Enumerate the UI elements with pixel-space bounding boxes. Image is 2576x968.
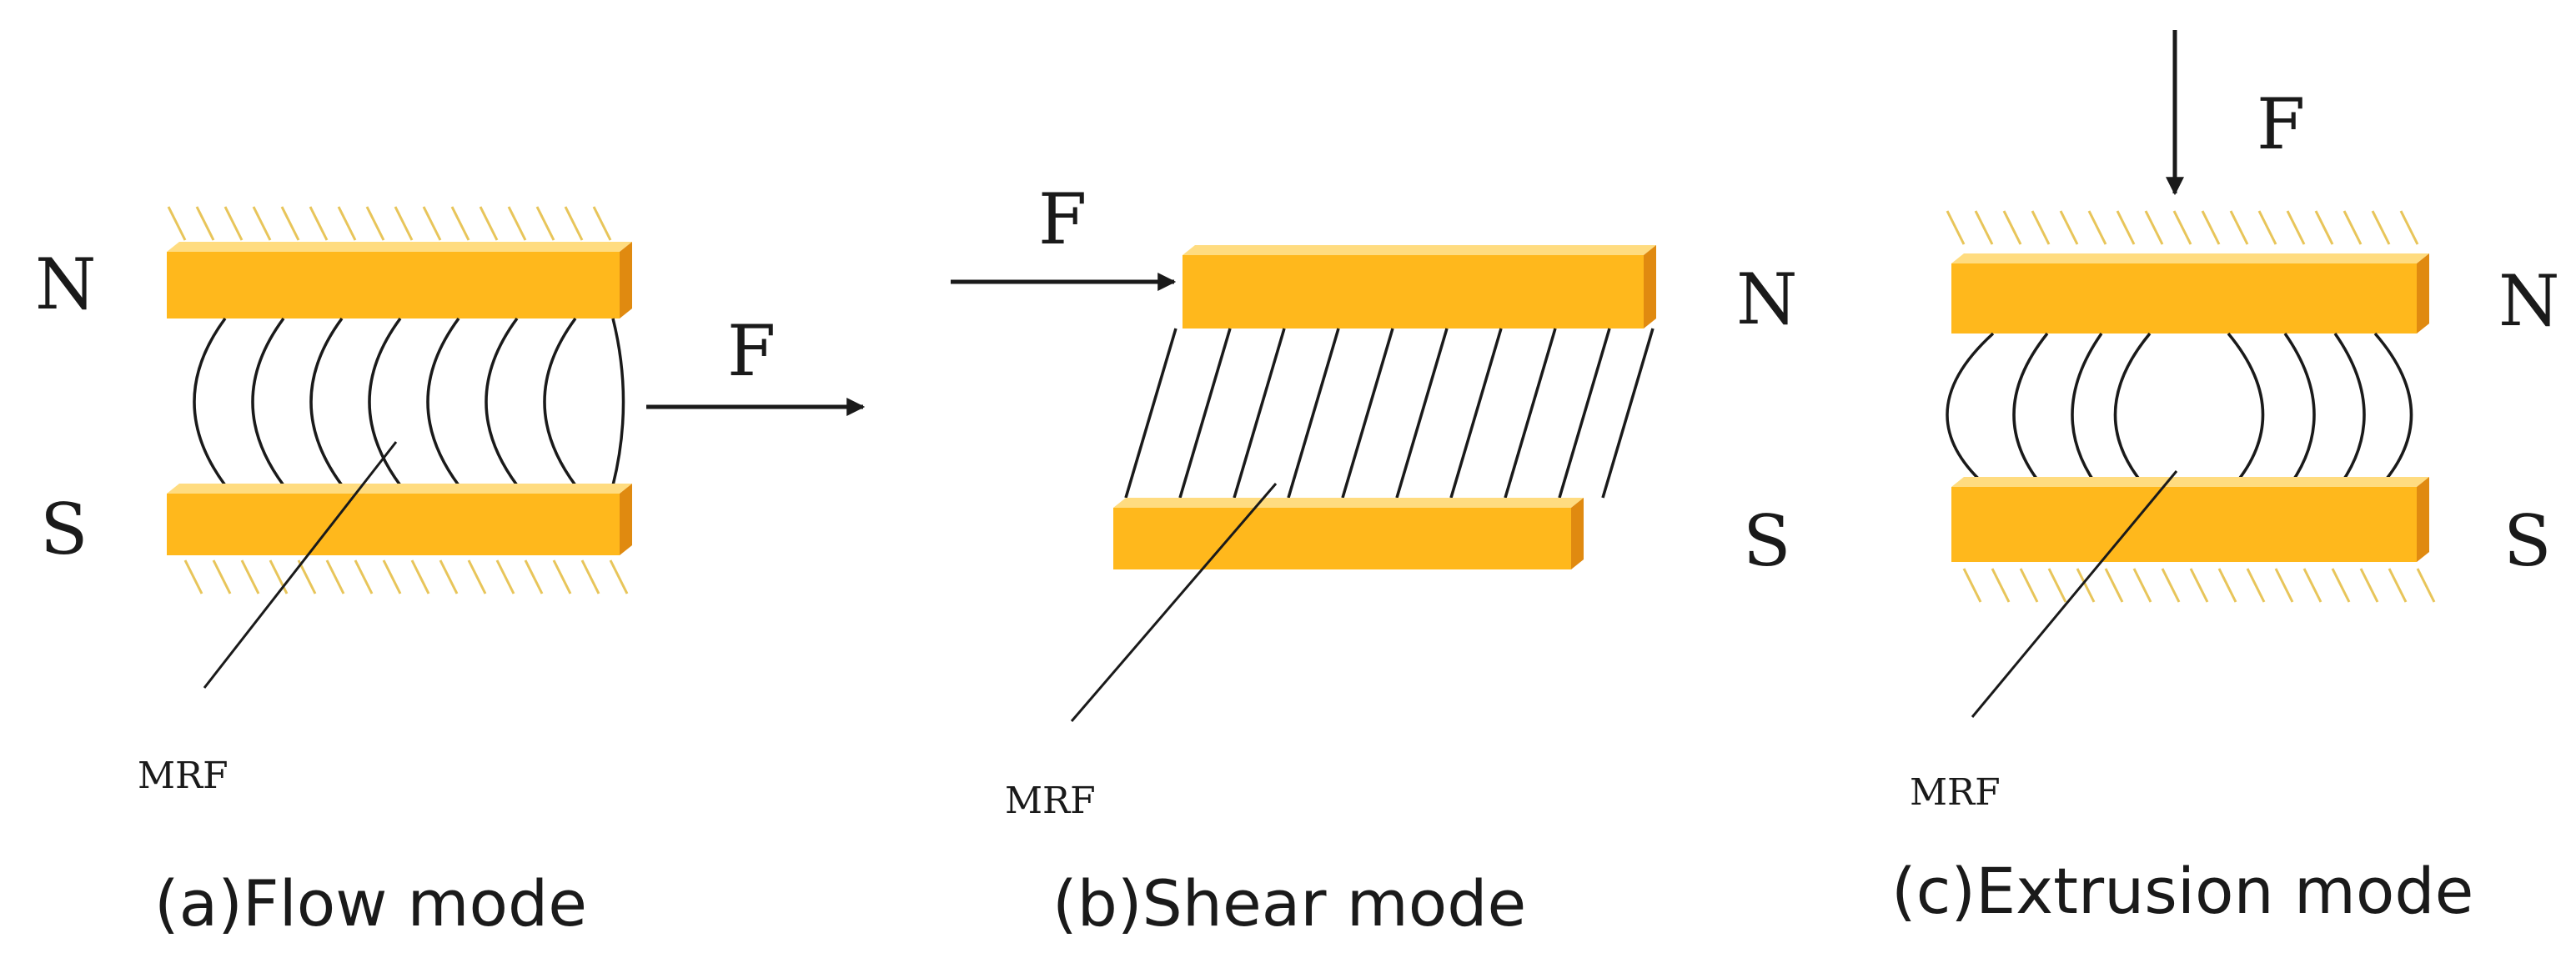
force-label: F (2257, 83, 2305, 165)
top-plate-north (1183, 245, 1656, 329)
mrf-leader-line (203, 441, 398, 689)
pole-label-north: N (35, 243, 97, 325)
mrf-particle-chains (1124, 328, 1655, 499)
pole-label-north: N (2498, 260, 2560, 342)
top-fixed-hatching (167, 206, 612, 241)
force-label: F (1038, 178, 1087, 260)
mrf-particle-chains (193, 317, 625, 487)
top-plate-north (167, 242, 632, 318)
pole-label-south: S (1743, 500, 1791, 582)
bottom-plate-south (1951, 477, 2429, 562)
panel-caption: (c)Extrusion mode (1891, 854, 2473, 928)
pole-label-south: S (40, 489, 88, 570)
bottom-plate-south (1113, 498, 1584, 569)
mrf-label: MRF (1005, 780, 1096, 822)
mrf-particle-chains (1946, 332, 2413, 494)
mrf-leader-line (1971, 470, 2178, 718)
panel-extrusion-mode: F N S MRF (c)Extrusion mode (1891, 30, 2560, 928)
force-label: F (727, 310, 776, 392)
panel-caption: (a)Flow mode (154, 866, 587, 940)
panel-flow-mode: F N S MRF (a)Flow mode (35, 206, 866, 940)
pole-label-north: N (1736, 258, 1798, 340)
mrf-label: MRF (1910, 771, 2001, 814)
bottom-plate-south (167, 484, 632, 555)
top-plate-north (1951, 253, 2429, 334)
panel-shear-mode: F N S MRF (b)Shear mode (951, 178, 1798, 940)
bottom-fixed-hatching (183, 559, 629, 594)
mrf-label: MRF (138, 755, 228, 797)
pole-label-south: S (2503, 500, 2552, 582)
panel-caption: (b)Shear mode (1052, 866, 1526, 940)
bottom-fixed-hatching (1962, 568, 2436, 603)
top-fixed-hatching (1946, 210, 2419, 245)
mrf-leader-line (1070, 483, 1278, 722)
